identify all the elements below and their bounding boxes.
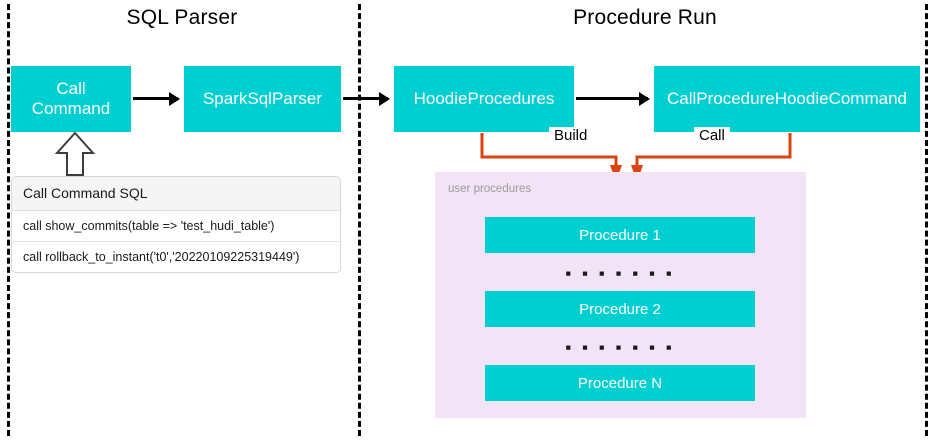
arrow-hoodie-procedures-to-call-procedure-hoodie-command [576, 97, 648, 100]
section-title-sql-parser: SQL Parser [126, 6, 238, 29]
node-call-command[interactable]: Call Command [11, 66, 131, 132]
section-divider-left [7, 4, 10, 436]
procedure-box[interactable]: Procedure N [485, 365, 755, 401]
section-divider-right [925, 4, 928, 436]
hollow-up-arrow-icon [55, 131, 95, 176]
procedure-box[interactable]: Procedure 1 [485, 217, 755, 253]
sql-table-header: Call Command SQL [12, 177, 340, 211]
user-procedures-panel: user procedures Procedure 1 ▪ ▪ ▪ ▪ ▪ ▪ … [435, 172, 806, 418]
call-command-sql-table: Call Command SQL call show_commits(table… [11, 176, 341, 273]
connector-label-build: Build [549, 127, 593, 144]
arrow-call-command-to-spark-sql-parser [133, 97, 178, 100]
sql-table-row[interactable]: call rollback_to_instant('t0','202201092… [23, 250, 300, 264]
node-call-procedure-hoodie-command[interactable]: CallProcedureHoodieCommand [654, 66, 920, 132]
sql-table-row[interactable]: call show_commits(table => 'test_hudi_ta… [12, 211, 340, 242]
arrow-spark-sql-parser-to-hoodie-procedures [343, 97, 388, 100]
procedure-box[interactable]: Procedure 2 [485, 291, 755, 327]
user-procedures-label: user procedures [448, 183, 532, 195]
section-title-procedure-run: Procedure Run [573, 6, 717, 29]
node-hoodie-procedures[interactable]: HoodieProcedures [394, 66, 574, 132]
procedure-ellipsis: ▪ ▪ ▪ ▪ ▪ ▪ ▪ [565, 263, 675, 283]
node-spark-sql-parser[interactable]: SparkSqlParser [184, 66, 341, 132]
procedure-ellipsis: ▪ ▪ ▪ ▪ ▪ ▪ ▪ [565, 337, 675, 357]
section-divider-middle [358, 4, 361, 436]
connector-label-call: Call [694, 127, 730, 144]
